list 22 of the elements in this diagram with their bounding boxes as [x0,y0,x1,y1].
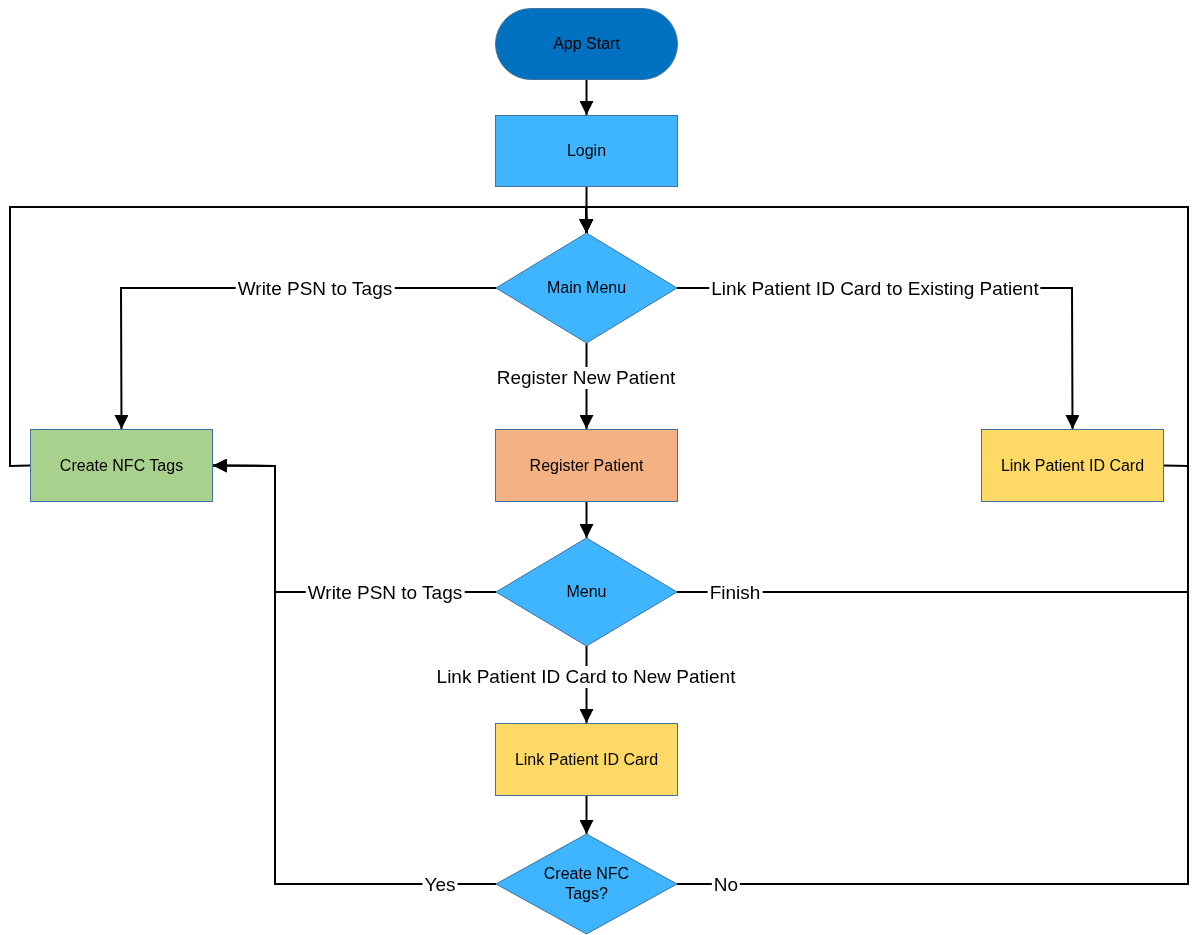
node-label: Link Patient ID Card [514,749,659,770]
arrow [579,501,594,539]
node-label: Create NFC Tags [59,455,184,476]
node-label: Login [566,141,607,161]
arrow [579,79,594,116]
decision-diamond [496,233,677,343]
node-label: Menu [566,582,607,602]
process-box [495,429,678,502]
process-box [495,723,678,796]
arrow [579,795,594,835]
arrow [212,458,497,885]
process-box [30,429,213,502]
node-label: App Start [553,34,620,54]
process-box [981,429,1164,502]
node-label: Create NFC Tags? [542,864,631,904]
node-label: Main Menu [546,278,627,298]
process-box [495,115,678,187]
decision-diamond [496,834,677,934]
node-label: Register Patient [529,455,644,476]
node-label: Link Patient ID Card [1000,455,1145,476]
decision-diamond [496,538,677,646]
arrow [579,206,1189,885]
